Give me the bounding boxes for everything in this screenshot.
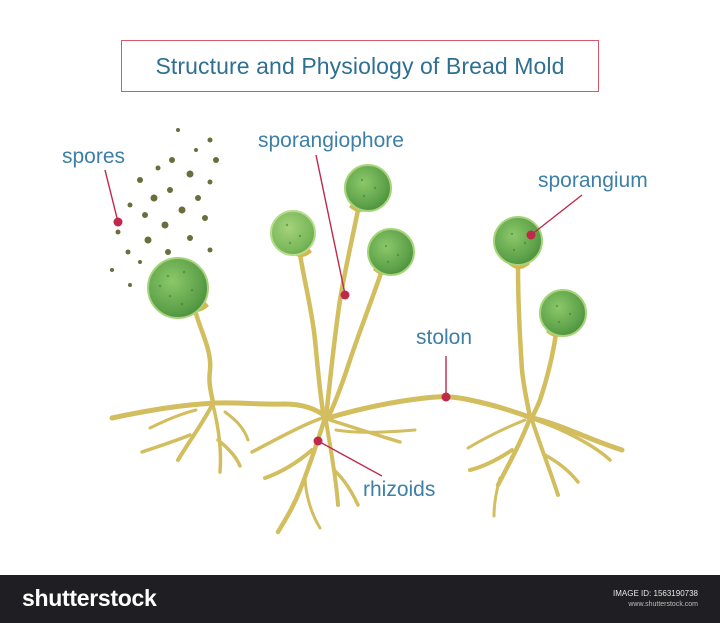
title-box: Structure and Physiology of Bread Mold (121, 40, 599, 92)
footer-logo: shutterstock (22, 585, 157, 611)
pointer-dot-stolon (441, 392, 451, 402)
rhizoid-left-3 (211, 403, 223, 474)
diagram-title: Structure and Physiology of Bread Mold (155, 52, 565, 79)
footer-bar: shutterstock IMAGE ID: 1563190738 www.sh… (0, 575, 720, 623)
hyphae-network (109, 394, 625, 535)
rhizoid-mid-8 (334, 428, 417, 434)
pointer-line-spores (104, 169, 119, 223)
sporangium-right-2 (539, 289, 587, 337)
rhizoid-right-6 (492, 476, 502, 518)
rhizoid-right-3 (530, 418, 560, 497)
sporangium-left (147, 257, 209, 319)
rhizoid-left-6 (148, 408, 198, 430)
bread-mold-diagram: spores sporangiophore sporangium stolon … (62, 128, 648, 535)
stalk-mid-1 (297, 251, 327, 421)
pointer-dot-sporangium (526, 230, 536, 240)
pointers (104, 154, 583, 477)
rhizoid-mid-6 (250, 416, 324, 454)
rhizoid-mid-2 (263, 448, 314, 480)
sporangiophores (192, 207, 559, 421)
sporangium-mid-3 (367, 228, 415, 276)
label-stolon: stolon (416, 326, 472, 349)
sporangia (147, 164, 587, 337)
rhizoid-right-4 (543, 453, 580, 484)
pointer-line-sporangium (530, 194, 583, 236)
sporangium-right-1 (493, 216, 543, 269)
stalk-right-2 (529, 331, 559, 421)
stalk-mid-2 (323, 207, 361, 421)
released-spores (110, 128, 219, 287)
sporangium-mid-1 (270, 210, 316, 257)
sporangium-mid-2 (344, 164, 392, 212)
stalk-right-1 (515, 263, 533, 421)
stalk-mid-3 (325, 267, 385, 421)
label-sporangium: sporangium (538, 169, 648, 192)
footer-url: www.shutterstock.com (628, 601, 698, 608)
pointer-dot-rhizoids (313, 436, 323, 446)
rhizoid-mid-4 (332, 468, 360, 507)
label-sporangiophore: sporangiophore (258, 129, 404, 152)
pointer-dot-spores (113, 217, 123, 227)
sporangium-speckles (158, 178, 572, 324)
rhizoid-right-7 (466, 418, 527, 450)
rhizoid-left-5 (223, 410, 250, 442)
label-spores: spores (62, 145, 125, 168)
label-rhizoids: rhizoids (363, 478, 435, 501)
rhizoid-right-5 (534, 418, 612, 462)
rhizoid-right-2 (468, 448, 514, 472)
rhizoid-left-1 (176, 401, 215, 462)
footer-image-id: IMAGE ID: 1563190738 (613, 589, 698, 598)
rhizoid-mid-3 (324, 418, 340, 507)
pointer-dots (113, 217, 536, 446)
pointer-dot-sporangiophore (340, 290, 350, 300)
stalk-left (192, 307, 216, 406)
rhizoid-mid-7 (303, 473, 322, 530)
pointer-line-rhizoids (317, 440, 383, 477)
pointer-line-sporangiophore (315, 154, 346, 295)
rhizoid-left-4 (216, 438, 242, 468)
rhizoid-left-2 (140, 433, 192, 454)
